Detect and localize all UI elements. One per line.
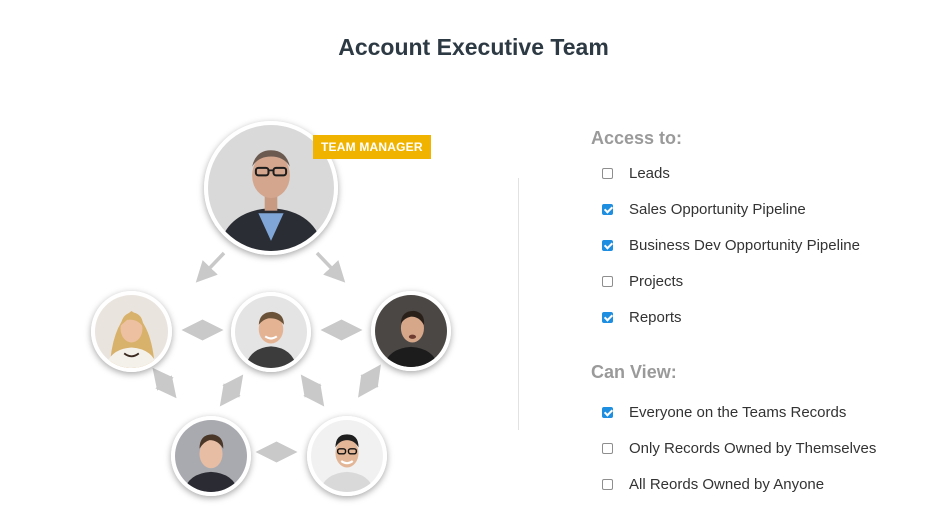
access-checkbox[interactable] xyxy=(602,240,613,251)
option-label: Business Dev Opportunity Pipeline xyxy=(629,237,860,254)
view-option-own-records[interactable]: Only Records Owned by Themselves xyxy=(591,440,876,457)
access-checkbox[interactable] xyxy=(602,276,613,287)
access-option-sales-pipeline[interactable]: Sales Opportunity Pipeline xyxy=(591,201,806,218)
option-label: Only Records Owned by Themselves xyxy=(629,440,877,457)
arrow-manager-left xyxy=(195,251,226,283)
view-checkbox[interactable] xyxy=(602,443,613,454)
view-section-title: Can View: xyxy=(591,362,677,382)
option-label: All Reords Owned by Anyone xyxy=(629,476,825,493)
option-label: Projects xyxy=(629,273,684,290)
option-label: Reports xyxy=(629,309,682,326)
access-option-projects[interactable]: Projects xyxy=(591,273,683,290)
view-checkbox[interactable] xyxy=(602,407,613,418)
arrow-center-bottomleft xyxy=(219,374,244,407)
arrow-manager-right xyxy=(315,251,346,283)
team-diagram: TEAM MANAGER xyxy=(91,121,451,496)
member-avatar-2[interactable] xyxy=(231,292,311,372)
access-checkbox[interactable] xyxy=(602,168,613,179)
view-option-team-records[interactable]: Everyone on the Teams Records xyxy=(591,404,846,421)
option-label: Leads xyxy=(629,165,670,182)
access-checkbox[interactable] xyxy=(602,312,613,323)
view-option-all-records[interactable]: All Reords Owned by Anyone xyxy=(591,476,824,493)
vertical-divider xyxy=(518,178,519,430)
team-manager-badge: TEAM MANAGER xyxy=(313,135,431,159)
access-option-leads[interactable]: Leads xyxy=(591,165,670,182)
option-label: Sales Opportunity Pipeline xyxy=(629,201,806,218)
access-option-reports[interactable]: Reports xyxy=(591,309,682,326)
arrow-right-bottomright xyxy=(358,364,381,398)
arrow-left-bottomleft xyxy=(152,367,177,399)
manager-avatar[interactable] xyxy=(204,121,338,255)
option-label: Everyone on the Teams Records xyxy=(629,404,847,421)
access-section-title: Access to: xyxy=(591,128,683,148)
view-checkbox[interactable] xyxy=(602,479,613,490)
access-checkbox[interactable] xyxy=(602,204,613,215)
member-avatar-4[interactable] xyxy=(171,416,251,496)
page-title: Account Executive Team xyxy=(338,34,609,60)
arrow-center-bottomright xyxy=(300,374,325,407)
member-avatar-5[interactable] xyxy=(307,416,387,496)
connection-arrows xyxy=(152,251,381,463)
member-avatar-3[interactable] xyxy=(371,291,451,371)
access-option-bizdev-pipeline[interactable]: Business Dev Opportunity Pipeline xyxy=(591,237,860,254)
member-avatar-1[interactable] xyxy=(91,291,172,372)
